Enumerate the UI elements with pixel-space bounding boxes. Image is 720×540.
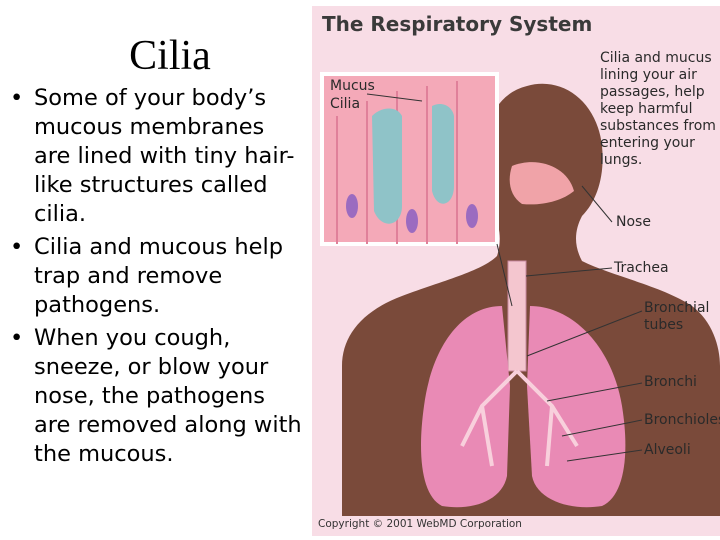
slide-title: Cilia bbox=[129, 33, 211, 79]
mucus-layer bbox=[432, 104, 454, 204]
bullet-dot: • bbox=[10, 234, 24, 260]
bullet-item: • When you cough, sneeze, or blow your no… bbox=[6, 324, 306, 469]
callout-line bbox=[366, 93, 423, 102]
anatomy-illustration bbox=[320, 72, 720, 516]
cell-nucleus bbox=[466, 204, 478, 228]
bullet-list: • Some of your body’s mucous membranes ar… bbox=[6, 84, 306, 473]
callout-line bbox=[566, 449, 643, 462]
callout-line bbox=[526, 310, 643, 357]
bronchial-tubes-label: Bronchial tubes bbox=[644, 300, 710, 333]
bullet-text: Some of your body’s mucous membranes are… bbox=[34, 85, 295, 227]
callout-line bbox=[546, 382, 643, 402]
trachea-label: Trachea bbox=[614, 260, 669, 276]
bullet-text: Cilia and mucous help trap and remove pa… bbox=[34, 234, 283, 318]
alveoli-label: Alveoli bbox=[644, 442, 691, 458]
trachea bbox=[507, 260, 527, 372]
callout-line bbox=[561, 419, 643, 437]
bullet-text: When you cough, sneeze, or blow your nos… bbox=[34, 325, 302, 467]
cell-nucleus bbox=[346, 194, 358, 218]
respiratory-system-figure: The Respiratory System Mucus Cilia Cilia… bbox=[312, 6, 720, 536]
callout-line bbox=[581, 185, 613, 223]
bullet-dot: • bbox=[10, 85, 24, 111]
bronchi-label: Bronchi bbox=[644, 374, 697, 390]
bronchioles-label: Bronchioles bbox=[644, 412, 720, 428]
figure-title: The Respiratory System bbox=[322, 12, 593, 36]
callout-line bbox=[496, 243, 513, 307]
nasal-cavity bbox=[509, 162, 574, 205]
callout-line bbox=[525, 267, 613, 277]
copyright-text: Copyright © 2001 WebMD Corporation bbox=[318, 518, 522, 530]
nose-label: Nose bbox=[616, 214, 651, 230]
mucus-label: Mucus bbox=[330, 78, 375, 94]
bullet-dot: • bbox=[10, 325, 24, 351]
bullet-item: • Cilia and mucous help trap and remove p… bbox=[6, 233, 306, 320]
left-lung bbox=[421, 306, 510, 508]
figure-caption: Cilia and mucus lining your air passages… bbox=[600, 50, 716, 168]
bronchi-branches bbox=[460, 369, 579, 467]
bullet-item: • Some of your body’s mucous membranes ar… bbox=[6, 84, 306, 229]
mucus-layer bbox=[372, 108, 402, 224]
cell-nucleus bbox=[406, 209, 418, 233]
cilia-label: Cilia bbox=[330, 96, 361, 112]
right-lung bbox=[527, 306, 626, 508]
